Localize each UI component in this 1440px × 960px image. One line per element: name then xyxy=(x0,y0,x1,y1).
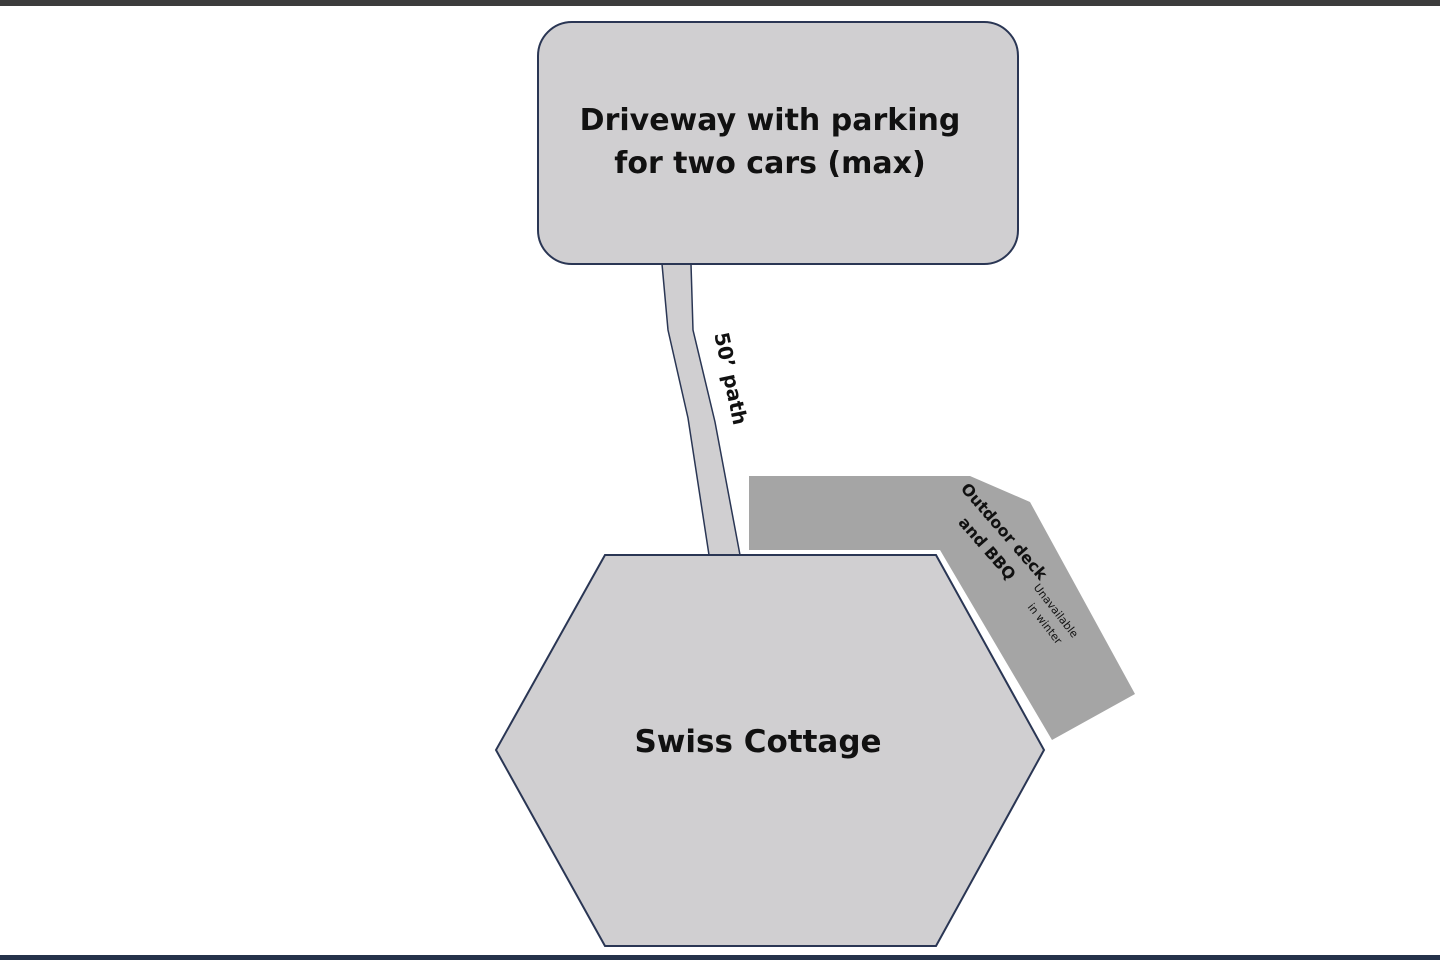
driveway-box xyxy=(537,21,1019,265)
driveway-label-line2: for two cars (max) xyxy=(614,146,925,181)
path-label: 50’ path xyxy=(709,330,752,427)
cottage-hexagon xyxy=(494,554,1046,947)
window-top-bar xyxy=(0,0,1440,6)
cottage-label: Swiss Cottage xyxy=(634,724,881,760)
driveway-label-line1: Driveway with parking xyxy=(580,103,961,138)
outdoor-deck xyxy=(749,476,1135,740)
window-bottom-bar xyxy=(0,955,1440,960)
